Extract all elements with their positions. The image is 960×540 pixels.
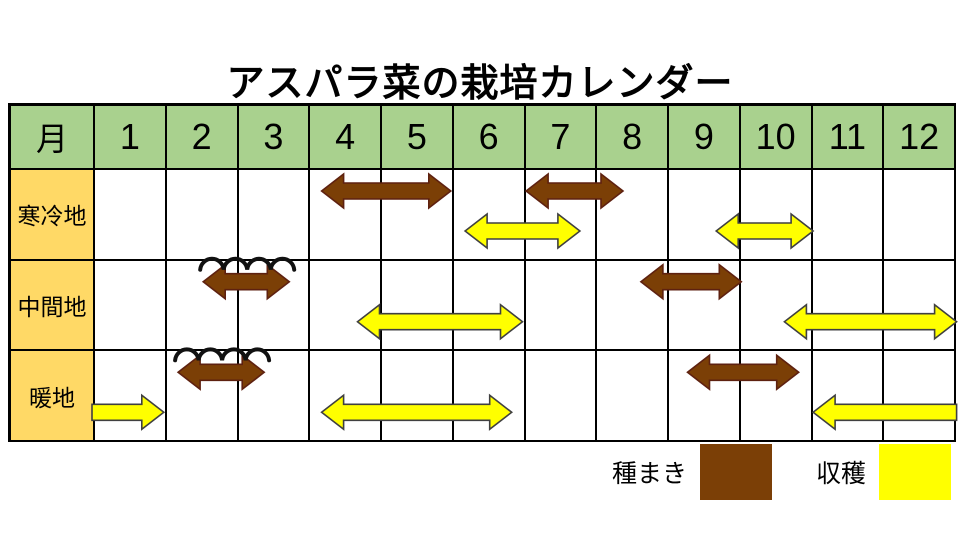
- calendar-cell: [812, 170, 885, 261]
- month-header-1: 1: [95, 106, 167, 170]
- calendar-cell: [166, 260, 239, 352]
- calendar-cell: [669, 260, 741, 352]
- calendar-cell: [740, 351, 813, 442]
- calendar-cell: [669, 351, 741, 442]
- month-header-2: 2: [166, 106, 239, 170]
- calendar-cell: [238, 170, 311, 261]
- calendar-cell: [95, 260, 167, 352]
- month-header-8: 8: [597, 106, 669, 170]
- calendar-cell: [525, 260, 598, 352]
- legend-harvest-swatch: [879, 444, 952, 500]
- month-header-9: 9: [669, 106, 741, 170]
- month-header-12: 12: [884, 106, 956, 170]
- calendar-cell: [740, 170, 813, 261]
- legend-sowing-swatch: [700, 444, 773, 500]
- month-header-4: 4: [310, 106, 382, 170]
- calendar-cell: [453, 170, 526, 261]
- calendar-cell: [95, 351, 167, 442]
- calendar-cell: [597, 351, 669, 442]
- calendar-cell: [884, 351, 956, 442]
- calendar-cell: [669, 170, 741, 261]
- calendar-cell: [525, 170, 598, 261]
- legend: 種まき 収穫: [612, 442, 952, 502]
- month-axis-label: 月: [11, 106, 95, 170]
- month-header-3: 3: [238, 106, 311, 170]
- legend-harvest-label: 収穫: [816, 460, 867, 488]
- calendar-cell: [812, 260, 885, 352]
- month-header-5: 5: [382, 106, 454, 170]
- calendar-cell: [382, 260, 454, 352]
- calendar-cell: [740, 260, 813, 352]
- region-label-1: 寒冷地: [11, 170, 95, 261]
- calendar-cell: [238, 260, 311, 352]
- calendar-cell: [382, 170, 454, 261]
- calendar-cell: [310, 351, 382, 442]
- calendar-cell: [884, 170, 956, 261]
- calendar-cell: [453, 351, 526, 442]
- calendar-cell: [166, 170, 239, 261]
- region-label-3: 暖地: [11, 351, 95, 442]
- calendar-cell: [453, 260, 526, 352]
- month-header-7: 7: [525, 106, 598, 170]
- calendar-cell: [597, 260, 669, 352]
- calendar-cell: [238, 351, 311, 442]
- calendar-cell: [812, 351, 885, 442]
- calendar-cell: [310, 170, 382, 261]
- month-header-10: 10: [740, 106, 813, 170]
- calendar-cell: [95, 170, 167, 261]
- calendar-cell: [597, 170, 669, 261]
- region-label-2: 中間地: [11, 260, 95, 352]
- calendar-cell: [382, 351, 454, 442]
- legend-sowing-label: 種まき: [612, 460, 688, 488]
- calendar-cell: [310, 260, 382, 352]
- calendar-cell: [884, 260, 956, 352]
- month-header-6: 6: [453, 106, 526, 170]
- calendar-cell: [166, 351, 239, 442]
- calendar-cell: [525, 351, 598, 442]
- page-title: アスパラ菜の栽培カレンダー: [226, 63, 734, 105]
- month-header-11: 11: [812, 106, 885, 170]
